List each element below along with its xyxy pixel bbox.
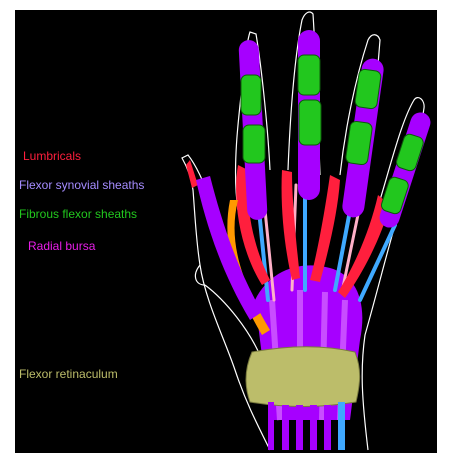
label-radial-bursa: Radial bursa [28, 239, 96, 253]
flexor-retinaculum-shape [245, 346, 361, 407]
label-flexor-synovial-sheaths: Flexor synovial sheaths [19, 178, 145, 192]
label-flexor-retinaculum: Flexor retinaculum [19, 367, 118, 381]
wrist-tendons [268, 402, 345, 450]
label-fibrous-flexor-sheaths: Fibrous flexor sheaths [19, 207, 138, 221]
lumbricals [186, 160, 390, 298]
label-lumbricals: Lumbricals [23, 149, 82, 163]
fibrous-flexor-sheaths [240, 54, 424, 215]
